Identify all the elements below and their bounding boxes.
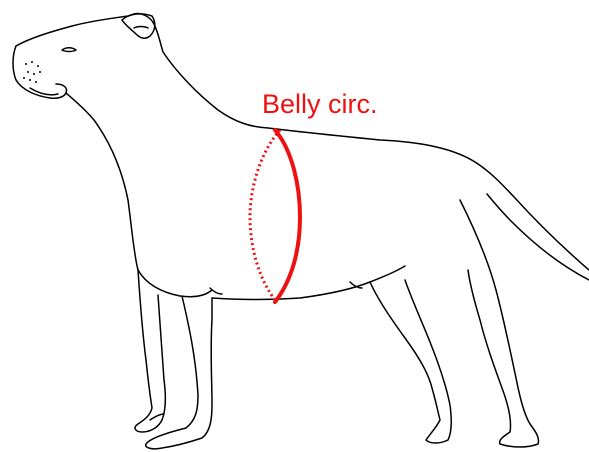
belly-circ-front-arc (275, 130, 300, 302)
belly-circ-back-arc (250, 130, 280, 300)
belly-circumference-label: Belly circ. (262, 88, 378, 120)
